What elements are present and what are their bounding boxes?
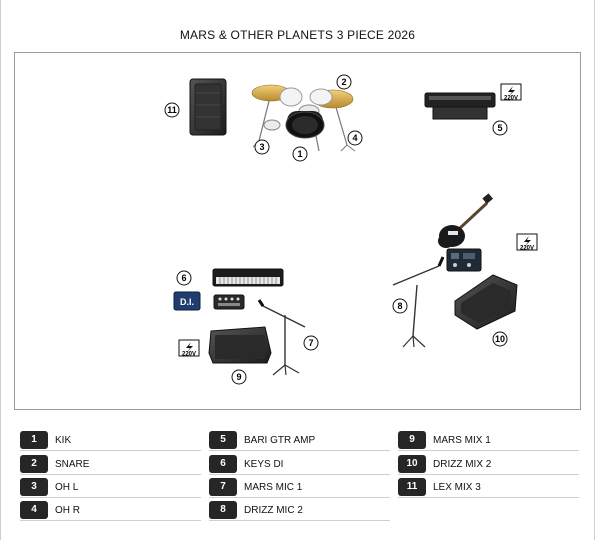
svg-text:220V: 220V [504, 96, 518, 102]
legend-number: 5 [209, 431, 237, 449]
power-outlet-icon-3: 220V [178, 339, 200, 358]
legend-number: 10 [398, 455, 426, 473]
svg-text:220V: 220V [520, 246, 534, 252]
legend-label: KEYS DI [244, 459, 284, 470]
legend-row: 8 DRIZZ MIC 2 [209, 501, 390, 521]
legend-row: 4 OH R [20, 501, 201, 521]
legend-row: 1 KIK [20, 431, 201, 451]
legend-label: DRIZZ MIX 2 [433, 459, 492, 470]
stage-marker-6: 6 [176, 270, 192, 286]
stage-marker-11: 11 [164, 102, 180, 118]
legend-number: 3 [20, 478, 48, 496]
svg-text:6: 6 [181, 273, 186, 283]
legend-row: 3 OH L [20, 478, 201, 498]
svg-text:8: 8 [397, 301, 402, 311]
stage-marker-8: 8 [392, 298, 408, 314]
svg-text:9: 9 [236, 372, 241, 382]
legend-row: 5 BARI GTR AMP [209, 431, 390, 451]
microphone-stand-icon [392, 256, 445, 348]
svg-text:220V: 220V [182, 352, 196, 358]
stage-marker-10: 10 [492, 331, 508, 347]
stage-plot: 11 2 3 [14, 52, 581, 410]
legend-row: 10 DRIZZ MIX 2 [398, 455, 579, 475]
legend-label: OH R [55, 505, 80, 516]
mixer-icon [213, 294, 245, 310]
floor-monitor-icon [454, 274, 518, 330]
legend-label: MARS MIX 1 [433, 435, 491, 446]
microphone-stand-icon-2 [257, 299, 306, 376]
svg-text:11: 11 [167, 105, 177, 115]
legend-number: 1 [20, 431, 48, 449]
floor-monitor-icon-2 [208, 326, 272, 364]
svg-text:3: 3 [259, 142, 264, 152]
di-box-icon: D.I. [173, 291, 201, 311]
stage-marker-7: 7 [303, 335, 319, 351]
electric-guitar-icon [438, 193, 493, 248]
stage-marker-2: 2 [336, 74, 352, 90]
legend-label: BARI GTR AMP [244, 435, 316, 446]
power-outlet-icon: 220V [500, 83, 522, 102]
stage-marker-9: 9 [231, 369, 247, 385]
guitar-amp-icon [424, 92, 496, 120]
legend-row: 9 MARS MIX 1 [398, 431, 579, 451]
svg-text:D.I.: D.I. [180, 297, 194, 307]
power-outlet-icon-2: 220V [516, 233, 538, 252]
legend-row: 2 SNARE [20, 455, 201, 475]
legend-label: MARS MIC 1 [244, 482, 303, 493]
svg-text:10: 10 [495, 334, 505, 344]
legend-label: KIK [55, 435, 72, 446]
legend-row: 7 MARS MIC 1 [209, 478, 390, 498]
legend-label: DRIZZ MIC 2 [244, 505, 303, 516]
stage-plot-drawing: 11 2 3 [164, 74, 538, 385]
drum-kit-icon [251, 84, 356, 152]
legend-number: 4 [20, 501, 48, 519]
legend-number: 8 [209, 501, 237, 519]
legend-label: LEX MIX 3 [433, 482, 481, 493]
legend-number: 9 [398, 431, 426, 449]
svg-text:7: 7 [308, 338, 313, 348]
svg-text:5: 5 [497, 123, 502, 133]
legend-number: 7 [209, 478, 237, 496]
legend-row: 6 KEYS DI [209, 455, 390, 475]
stage-marker-3: 3 [254, 139, 270, 155]
page-title: MARS & OTHER PLANETS 3 PIECE 2026 [179, 28, 416, 42]
legend-row: 11 LEX MIX 3 [398, 478, 579, 498]
svg-text:1: 1 [297, 149, 302, 159]
legend-label: SNARE [55, 459, 90, 470]
legend-number: 6 [209, 455, 237, 473]
svg-text:2: 2 [341, 77, 346, 87]
legend-number: 2 [20, 455, 48, 473]
svg-text:4: 4 [352, 133, 357, 143]
stage-marker-5: 5 [492, 120, 508, 136]
pedalboard-icon [446, 248, 482, 272]
keyboard-icon [212, 268, 284, 287]
stage-marker-4: 4 [347, 130, 363, 146]
legend-label: OH L [55, 482, 79, 493]
speaker-cabinet-icon [189, 78, 227, 136]
stage-marker-1: 1 [292, 146, 308, 162]
legend-number: 11 [398, 478, 426, 496]
